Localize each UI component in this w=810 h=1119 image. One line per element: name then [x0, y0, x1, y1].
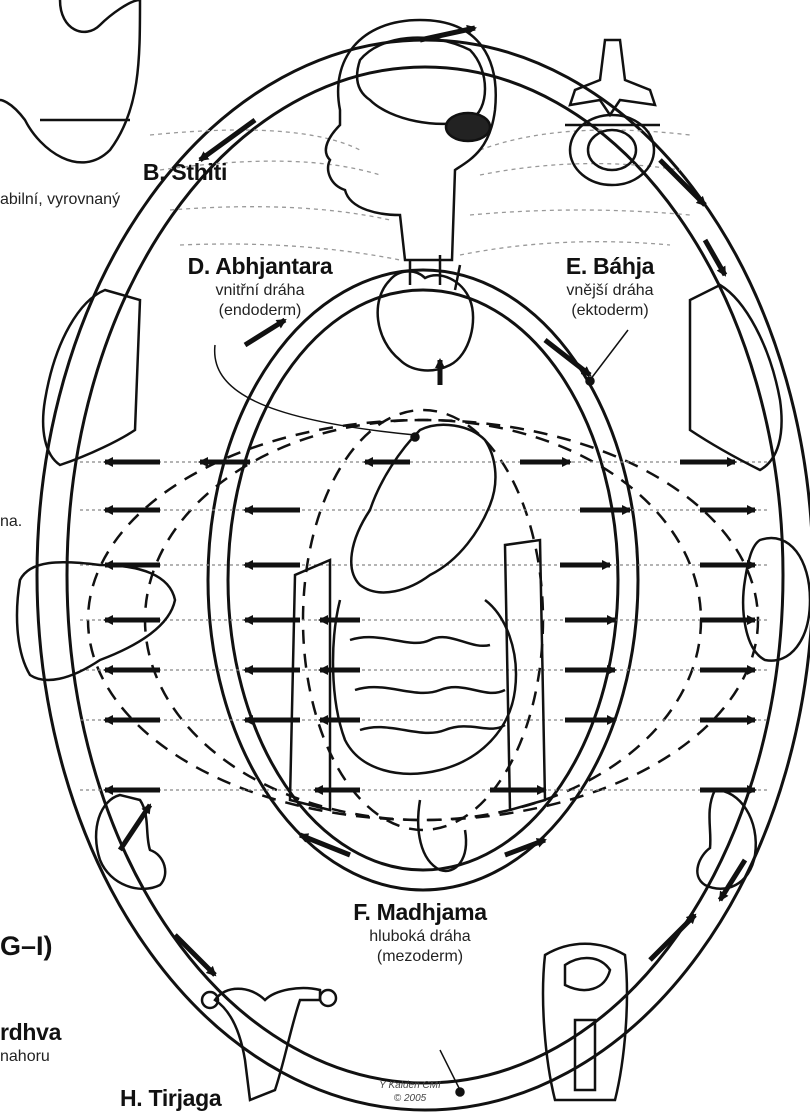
label-group-wrap: G–I): [0, 930, 53, 964]
right-kidney-illustration: [697, 790, 755, 889]
artist-signature: Y Kalden CMI © 2005: [365, 1080, 455, 1105]
label-madhjama-title: F. Madhjama: [320, 898, 520, 927]
label-tirjaga-wrap: H. Tirjaga: [120, 1084, 221, 1113]
label-madhjama-line1: hluboká dráha: [320, 927, 520, 947]
label-sthiti-title: B. Sthiti: [125, 158, 245, 187]
label-bahja-line1: vnější dráha: [535, 281, 685, 301]
artist-signature-year: © 2005: [365, 1093, 455, 1106]
label-tirjaga: H. Tirjaga: [120, 1085, 221, 1111]
vertebra-illustration: [565, 40, 660, 185]
spleen-illustration: [743, 538, 810, 661]
artist-signature-name: Y Kalden CMI: [365, 1080, 455, 1093]
label-bahja-line2: (ektoderm): [535, 301, 685, 321]
label-bahja: E. Báhja vnější dráha (ektoderm): [535, 252, 685, 321]
label-bahja-title: E. Báhja: [535, 252, 685, 281]
left-lung-illustration: [43, 290, 140, 465]
right-lung-illustration: [690, 285, 782, 470]
label-abhjantara-line2: (endoderm): [160, 301, 360, 321]
label-left-fragment-wrap: na.: [0, 512, 22, 532]
label-group-fragment: G–I): [0, 931, 53, 961]
male-reproductive-illustration: [543, 944, 627, 1100]
label-sthiti-sub-wrap: abilní, vyrovnaný: [0, 190, 120, 210]
stomach-illustration: [0, 0, 140, 162]
flow-arrows: [105, 462, 755, 790]
label-urdhva: rdhva: [0, 1018, 61, 1047]
label-urdhva-sub: nahoru: [0, 1047, 61, 1067]
label-abhjantara: D. Abhjantara vnitřní dráha (endoderm): [160, 252, 360, 321]
label-left-fragment: na.: [0, 513, 22, 530]
label-madhjama-line2: (mezoderm): [320, 947, 520, 967]
label-urdhva-wrap: rdhva nahoru: [0, 1018, 61, 1067]
label-sthiti: B. Sthiti: [125, 158, 245, 187]
head-brain-illustration: [326, 20, 496, 260]
label-madhjama: F. Madhjama hluboká dráha (mezoderm): [320, 898, 520, 967]
uterus-illustration: [202, 988, 336, 1100]
label-abhjantara-title: D. Abhjantara: [160, 252, 360, 281]
horizontal-channels: [80, 462, 770, 790]
label-sthiti-sub: abilní, vyrovnaný: [0, 191, 120, 208]
label-abhjantara-line1: vnitřní dráha: [160, 281, 360, 301]
